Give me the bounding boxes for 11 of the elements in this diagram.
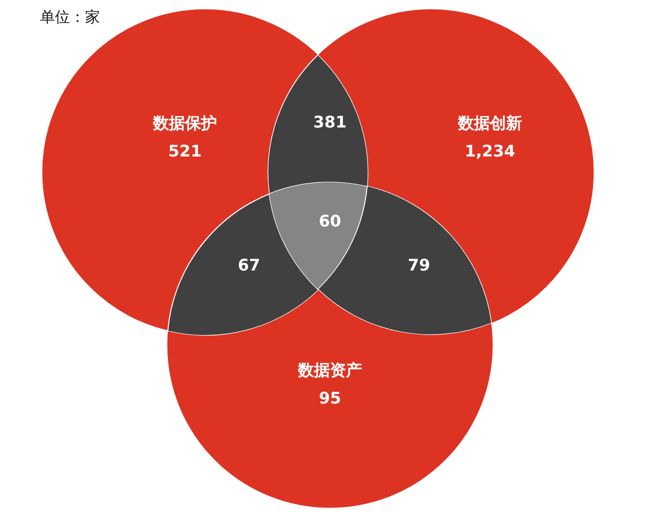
count-value: 381 (313, 112, 347, 132)
set-name: 数据创新 (458, 113, 522, 133)
set-name: 数据保护 (153, 113, 217, 133)
count-value: 95 (318, 388, 342, 408)
count-value: 1,234 (464, 141, 516, 161)
count-value: 60 (318, 211, 342, 231)
count-value: 67 (238, 255, 260, 275)
set-name: 数据资产 (298, 360, 362, 380)
count-value: 79 (408, 255, 430, 275)
unit-note: 单位：家 (40, 8, 100, 27)
count-value: 521 (168, 141, 202, 161)
